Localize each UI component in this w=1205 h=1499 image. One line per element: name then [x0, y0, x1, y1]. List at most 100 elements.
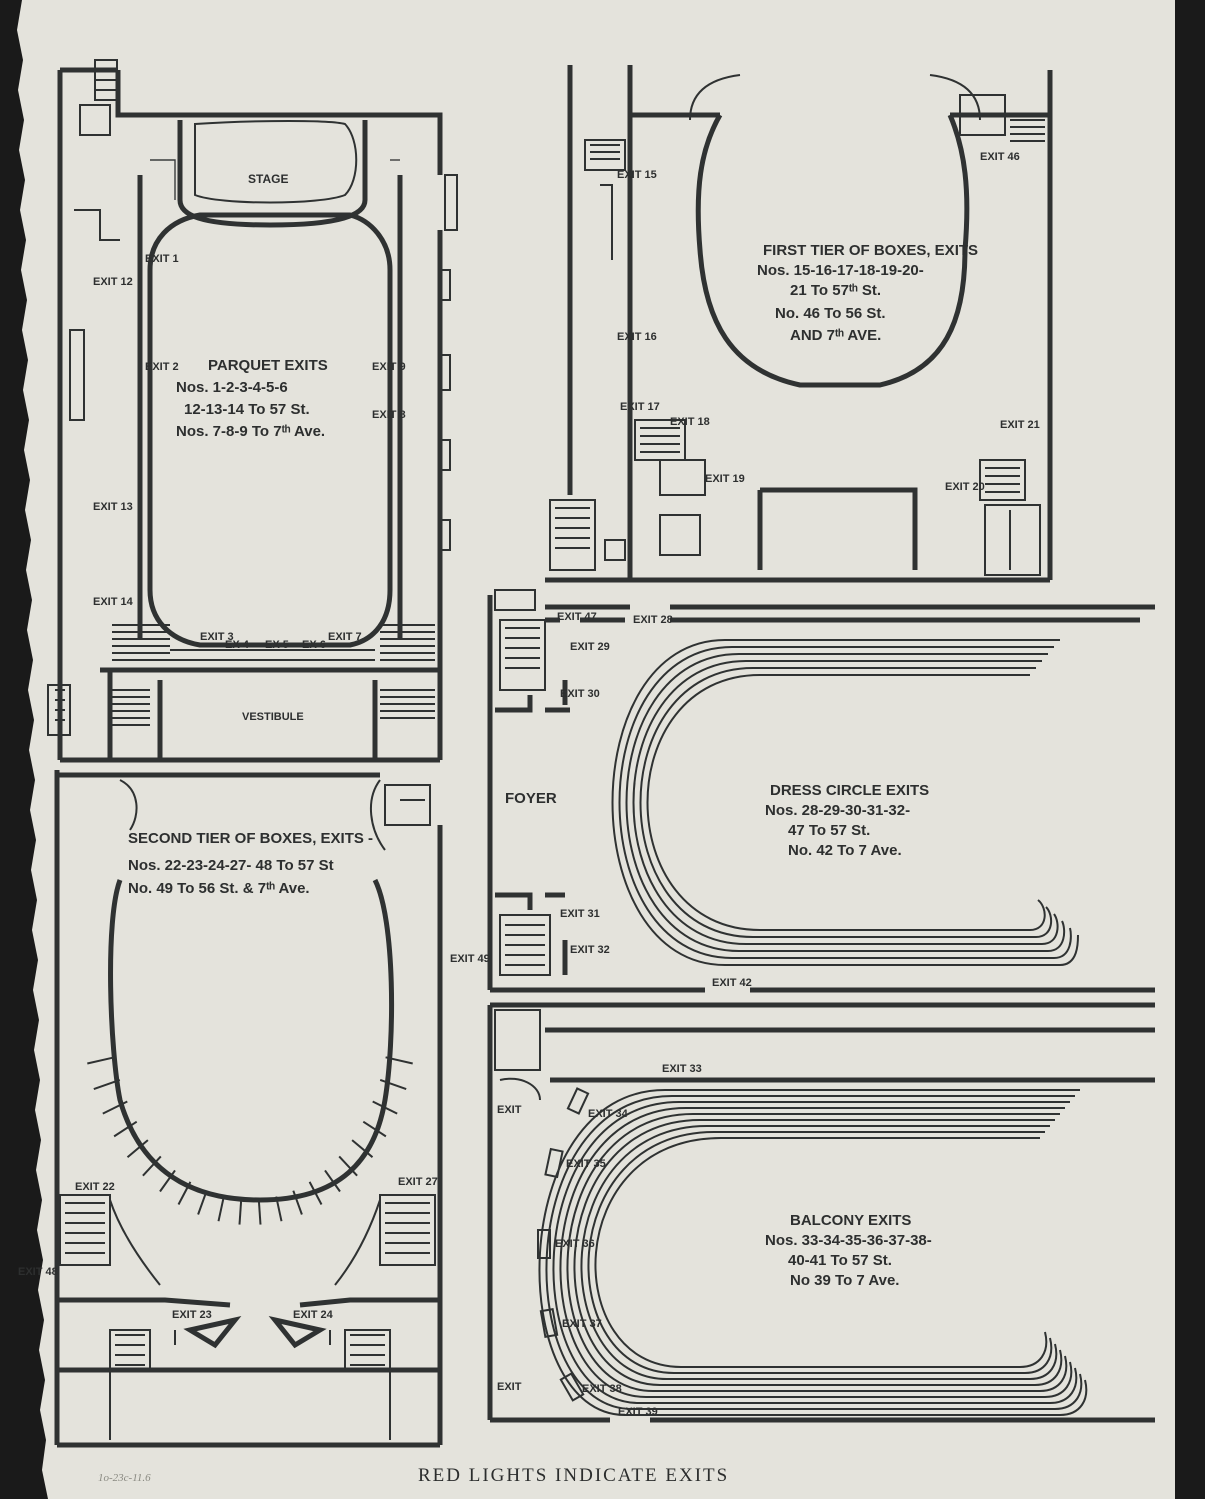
balcony-row — [594, 1137, 1048, 1368]
box-partition — [177, 1181, 192, 1205]
balcony-title-line2: Nos. 33-34-35-36-37-38- — [765, 1232, 932, 1249]
balcony-plan: BALCONY EXITS Nos. 33-34-35-36-37-38- 40… — [487, 1002, 1155, 1423]
box-partition — [351, 1139, 374, 1158]
exit-32: EXIT 32 — [570, 944, 610, 956]
exit-9: EXIT 9 — [372, 361, 406, 373]
balcony-row — [538, 1089, 1088, 1416]
dress-circle-row — [646, 674, 1046, 931]
exit-lower-left: EXIT — [497, 1381, 522, 1393]
exit-20: EXIT 20 — [945, 481, 985, 493]
dress-circle-title-line3: 47 To 57 St. — [788, 822, 870, 839]
exit-36: EXIT 36 — [555, 1238, 595, 1250]
catalog-note: 1o-23c-11.6 — [98, 1472, 151, 1484]
exit-13: EXIT 13 — [93, 501, 133, 513]
first-tier-plan: FIRST TIER OF BOXES, EXITS Nos. 15-16-17… — [545, 65, 1053, 583]
first-tier-title-line4: No. 46 To 56 St. — [775, 305, 886, 322]
box-partition — [275, 1196, 283, 1222]
balcony-title: BALCONY EXITS — [790, 1212, 911, 1229]
first-tier-title-line2: Nos. 15-16-17-18-19-20- — [757, 262, 924, 279]
exit-37: EXIT 37 — [562, 1318, 602, 1330]
exit-24: EXIT 24 — [293, 1309, 334, 1321]
dress-circle-row — [611, 639, 1079, 966]
box-partition — [324, 1169, 341, 1193]
box-partition — [142, 1155, 162, 1177]
exit-39: EXIT 39 — [618, 1406, 658, 1418]
dress-circle-title-line4: No. 42 To 7 Ave. — [788, 842, 902, 859]
exit-18: EXIT 18 — [670, 416, 710, 428]
exit-38: EXIT 38 — [582, 1383, 622, 1395]
exit-4: EX 4 — [225, 639, 250, 651]
exit-27: EXIT 27 — [398, 1176, 438, 1188]
box-partition — [238, 1199, 243, 1225]
exit-14: EXIT 14 — [93, 596, 134, 608]
box-partition — [217, 1196, 225, 1222]
exit-12: EXIT 12 — [93, 276, 133, 288]
dress-circle-title: DRESS CIRCLE EXITS — [770, 782, 929, 799]
box-partition — [257, 1199, 262, 1225]
box-partition — [385, 1056, 413, 1065]
exit-8: EXIT 8 — [372, 409, 406, 421]
exit-42: EXIT 42 — [712, 977, 752, 989]
parquet-title-line3: 12-13-14 To 57 St. — [184, 401, 310, 418]
vestibule-label: VESTIBULE — [242, 711, 304, 723]
first-tier-title: FIRST TIER OF BOXES, EXITS — [763, 242, 978, 259]
box-partition — [159, 1169, 176, 1193]
box-partition — [308, 1181, 323, 1205]
parquet-title: PARQUET EXITS — [208, 357, 328, 374]
box-partition — [338, 1155, 358, 1177]
box-partition — [372, 1100, 398, 1115]
box-partition — [126, 1139, 149, 1158]
parquet-plan: STAGE VESTIBULE PARQUET EXITS Nos. 1-2-3… — [47, 59, 458, 763]
exit-19: EXIT 19 — [705, 473, 745, 485]
exit-upper-left: EXIT — [497, 1104, 522, 1116]
exit-28: EXIT 28 — [633, 614, 673, 626]
stage-label: STAGE — [248, 172, 288, 186]
first-tier-title-line5: AND 7ᵗʰ AVE. — [790, 327, 881, 344]
exit-22: EXIT 22 — [75, 1181, 115, 1193]
balcony-row — [545, 1095, 1083, 1410]
box-partition — [102, 1100, 128, 1115]
first-tier-title-line3: 21 To 57ᵗʰ St. — [790, 282, 881, 299]
exit-7: EXIT 7 — [328, 631, 362, 643]
dress-circle-title-line2: Nos. 28-29-30-31-32- — [765, 802, 910, 819]
exit-2: EXIT 2 — [145, 361, 179, 373]
exit-21: EXIT 21 — [1000, 419, 1040, 431]
second-tier-title-line2: Nos. 22-23-24-27- 48 To 57 St — [128, 857, 334, 874]
dress-circle-row — [632, 660, 1059, 945]
exit-1: EXIT 1 — [145, 253, 179, 265]
second-tier-title: SECOND TIER OF BOXES, EXITS - — [128, 830, 373, 847]
balcony-rows — [538, 1089, 1088, 1416]
balcony-row — [573, 1119, 1063, 1386]
balcony-row — [580, 1125, 1058, 1380]
dress-circle-row — [618, 646, 1072, 959]
exit-29: EXIT 29 — [570, 641, 610, 653]
dress-circle-plan: FOYER DRESS CIRCLE EXITS Nos. 28-29-30-3… — [487, 589, 1155, 993]
box-partition — [362, 1120, 387, 1138]
dress-circle-row — [639, 667, 1053, 938]
foyer-label: FOYER — [505, 790, 557, 807]
dress-circle-rows — [611, 639, 1079, 966]
second-tier-title-line3: No. 49 To 56 St. & 7ᵗʰ Ave. — [128, 880, 310, 897]
box-partition — [197, 1190, 208, 1215]
footer-caption: RED LIGHTS INDICATE EXITS — [418, 1465, 729, 1486]
exit-47: EXIT 47 — [557, 611, 597, 623]
exit-49: EXIT 49 — [450, 953, 490, 965]
box-partition — [93, 1078, 121, 1091]
balcony-title-line4: No 39 To 7 Ave. — [790, 1272, 899, 1289]
exit-3: EXIT 3 — [200, 631, 234, 643]
balcony-title-line3: 40-41 To 57 St. — [788, 1252, 892, 1269]
box-partition — [292, 1190, 303, 1215]
exit-34: EXIT 34 — [588, 1108, 629, 1120]
paper-background — [17, 0, 1175, 1499]
exit-30: EXIT 30 — [560, 688, 600, 700]
dress-circle-row — [625, 653, 1066, 952]
parquet-title-line4: Nos. 7-8-9 To 7ᵗʰ Ave. — [176, 423, 325, 440]
balcony-row — [552, 1101, 1078, 1404]
balcony-row — [587, 1131, 1053, 1374]
exit-33: EXIT 33 — [662, 1063, 702, 1075]
parquet-title-line2: Nos. 1-2-3-4-5-6 — [176, 379, 288, 396]
exit-35: EXIT 35 — [566, 1158, 606, 1170]
second-tier-plan: SECOND TIER OF BOXES, EXITS - Nos. 22-23… — [18, 770, 490, 1448]
exit-46: EXIT 46 — [980, 151, 1020, 163]
